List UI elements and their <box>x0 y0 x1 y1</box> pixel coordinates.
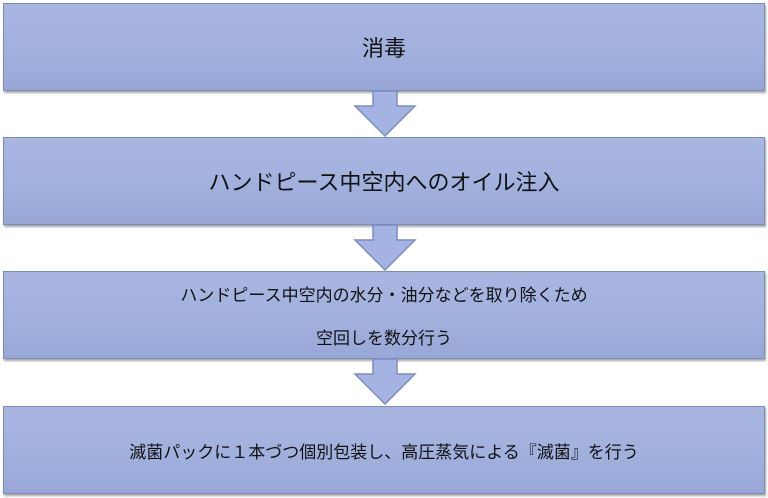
step-box-sterilization: 滅菌パックに１本づつ個別包装し、高圧蒸気による『滅菌』を行う <box>3 406 765 494</box>
down-arrow-icon <box>353 359 417 405</box>
step-box-idle-run: ハンドピース中空内の水分・油分などを取り除くため 空回しを数分行う <box>3 271 765 359</box>
step-label-line-2: 空回しを数分行う <box>316 329 452 349</box>
step-box-disinfection: 消毒 <box>3 3 765 91</box>
down-arrow-icon <box>353 91 417 137</box>
step-box-oil-injection: ハンドピース中空内へのオイル注入 <box>3 137 765 225</box>
step-label: 滅菌パックに１本づつ個別包装し、高圧蒸気による『滅菌』を行う <box>129 442 639 463</box>
step-label: ハンドピース中空内へのオイル注入 <box>208 171 560 196</box>
step-label: 消毒 <box>361 37 406 62</box>
step-label-line-1: ハンドピース中空内の水分・油分などを取り除くため <box>180 286 588 306</box>
down-arrow-icon <box>353 225 417 271</box>
